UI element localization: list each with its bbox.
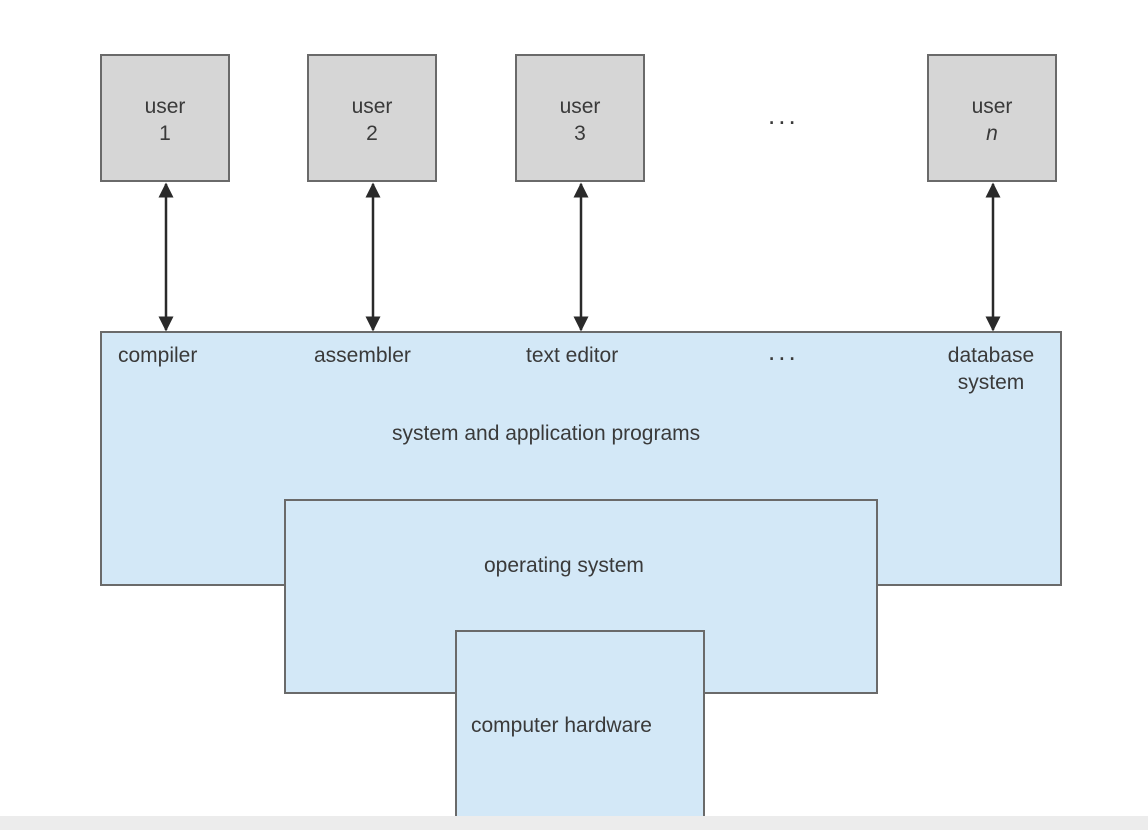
database-system-label: database system (942, 342, 1040, 396)
user-2-number: 2 (366, 122, 378, 145)
users-ellipsis: ... (768, 100, 799, 130)
apps-layer-label: system and application programs (392, 422, 701, 445)
bottom-bar (0, 816, 1148, 830)
user-2-box: user 2 (307, 54, 437, 182)
user-3-box: user 3 (515, 54, 645, 182)
text-editor-label: text editor (526, 344, 619, 367)
database-label-line2: system (957, 371, 1025, 394)
compiler-label: compiler (118, 344, 198, 367)
assembler-label: assembler (314, 344, 411, 367)
user-1-box: user 1 (100, 54, 230, 182)
user-n-number: n (986, 122, 998, 145)
hardware-layer-label: computer hardware (471, 714, 652, 737)
database-label-line1: database (947, 344, 1035, 367)
os-layer-label: operating system (484, 554, 644, 577)
user-1-number: 1 (159, 122, 171, 145)
user-n-box: user n (927, 54, 1057, 182)
user-3-number: 3 (574, 122, 586, 145)
user-n-word: user (971, 95, 1013, 118)
user-1-word: user (144, 95, 186, 118)
user-2-word: user (351, 95, 393, 118)
programs-ellipsis: ... (768, 336, 799, 366)
user-3-word: user (559, 95, 601, 118)
